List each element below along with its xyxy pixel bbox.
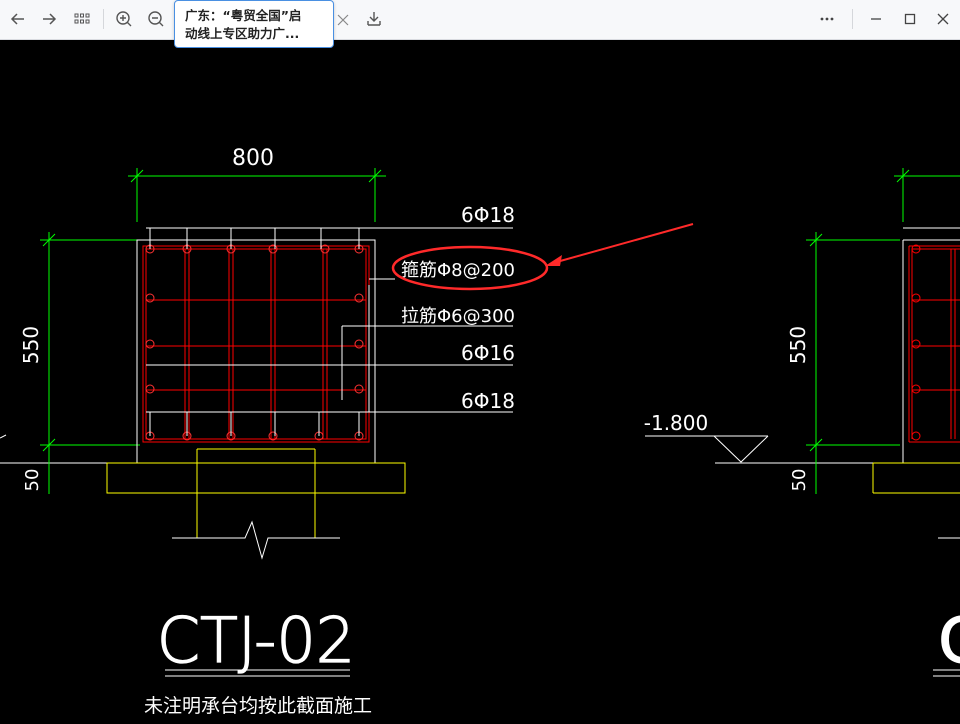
highlight-arrowhead: [545, 255, 562, 266]
dimension-height-left: [40, 232, 140, 494]
drawing-note: 未注明承台均按此截面施工: [144, 695, 372, 717]
break-line: [172, 520, 340, 560]
close-icon[interactable]: [928, 5, 958, 33]
more-icon[interactable]: [812, 5, 842, 33]
rebar-mid-label: 6Φ16: [461, 341, 515, 365]
rebar-bottom-label: 6Φ18: [461, 389, 515, 413]
tooltip-line-1: 广东：“粤贸全国”启: [185, 8, 302, 23]
dimension-height-right: [806, 168, 960, 494]
rotate-icon[interactable]: [328, 5, 358, 33]
drawing-title-right: C: [938, 604, 960, 677]
rebar-top-label: 6Φ18: [461, 203, 515, 227]
dimension-height-left-label: 550: [19, 326, 43, 364]
drawing-title: CTJ-02: [157, 604, 356, 677]
toolbar-divider: [852, 9, 853, 29]
cad-drawing: 800 550 50: [0, 146, 960, 717]
minimize-icon[interactable]: [861, 5, 891, 33]
zoom-in-icon[interactable]: [109, 5, 139, 33]
dimension-base-right-label: 50: [789, 469, 810, 492]
dimension-height-right-label: 550: [786, 326, 810, 364]
ties: [146, 227, 513, 436]
pile-cap-outline: [136, 239, 376, 464]
rebar-cage: [142, 245, 370, 443]
maximize-icon[interactable]: [895, 5, 925, 33]
viewer-toolbar: [0, 0, 960, 40]
title-tooltip: 广东：“粤贸全国”启 动线上专区助力广...: [174, 0, 334, 48]
back-icon[interactable]: [3, 5, 33, 33]
foundation: [106, 448, 406, 538]
edge-tick: [0, 434, 7, 439]
grid-icon[interactable]: [67, 5, 97, 33]
elevation-marker: [645, 435, 769, 463]
stirrup-label: 箍筋Φ8@200: [401, 260, 515, 281]
foundation-right: [872, 462, 960, 494]
elevation-label: -1.800: [644, 411, 708, 435]
tie-label: 拉筋Φ6@300: [401, 306, 515, 327]
highlight-ellipse: [391, 245, 549, 291]
forward-icon[interactable]: [34, 5, 64, 33]
dimension-base-left-label: 50: [22, 469, 43, 492]
dimension-width: [128, 168, 386, 222]
toolbar-divider: [103, 9, 104, 29]
dimension-width-label: 800: [232, 146, 274, 171]
highlight-arrow: [552, 223, 694, 264]
download-icon[interactable]: [359, 5, 389, 33]
rebar-dots: [145, 244, 364, 441]
zoom-out-icon[interactable]: [141, 5, 171, 33]
cad-drawing-canvas[interactable]: 800 550 50: [0, 40, 960, 720]
rebar-cage-right: [908, 244, 960, 443]
tooltip-line-2: 动线上专区助力广...: [185, 26, 300, 41]
